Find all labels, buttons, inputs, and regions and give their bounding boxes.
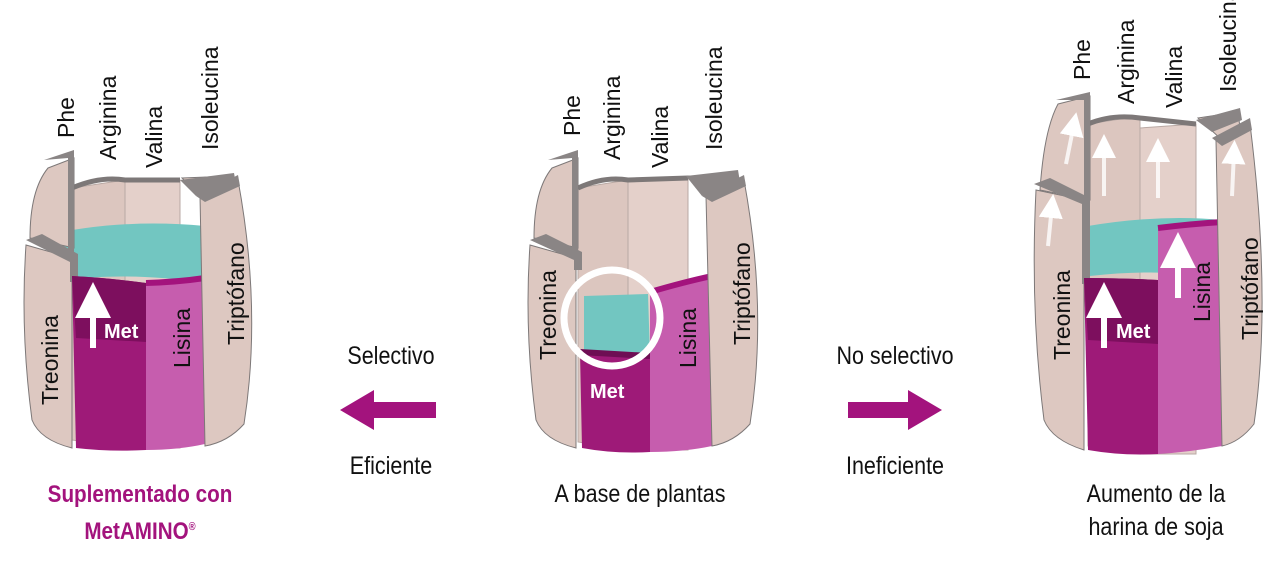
arrow-left-icon	[340, 390, 436, 430]
caption-supplemented-line1: Suplementado con	[47, 481, 233, 508]
label-arginina: Arginina	[95, 75, 121, 160]
label-treonina: Treonina	[1049, 270, 1075, 360]
label-treonina: Treonina	[37, 315, 63, 405]
no-selectivo-label: No selectivo	[836, 342, 954, 370]
eficiente-label: Eficiente	[349, 452, 433, 480]
label-met: Met	[1116, 321, 1151, 343]
label-phe: Phe	[53, 97, 79, 138]
label-isoleucina: Isoleucina	[197, 46, 223, 150]
water-surface	[42, 223, 205, 282]
stave-lisina	[650, 276, 712, 452]
barrel-plant-based: Phe Arginina Valina Isoleucina Treonina …	[527, 46, 759, 453]
label-arginina: Arginina	[1113, 19, 1139, 104]
selectivo-label: Selectivo	[347, 342, 435, 370]
stave-triptofano	[199, 179, 253, 447]
brand-name: MetAMINO	[84, 518, 189, 545]
arrow-right-icon	[848, 390, 942, 430]
label-valina: Valina	[141, 106, 167, 168]
registered-mark: ®	[188, 521, 196, 533]
caption-supplemented-line2: MetAMINO®	[37, 511, 243, 548]
caption-soybean: Aumento de la harina de soja	[1053, 478, 1259, 544]
label-met: Met	[590, 381, 625, 403]
caption-plant-based: A base de plantas	[554, 480, 726, 508]
stave-phe	[29, 157, 75, 249]
caption-supplemented: Suplementado con MetAMINO®	[37, 478, 243, 548]
label-triptofano: Triptófano	[223, 242, 249, 345]
arrow-up-icon	[1221, 140, 1246, 197]
label-valina: Valina	[647, 106, 673, 168]
stave-treonina	[23, 244, 73, 449]
stave-phe	[533, 157, 579, 249]
stave-treonina	[527, 244, 577, 449]
water-surface	[584, 294, 650, 356]
arrow-up-icon	[1038, 194, 1063, 247]
arrow-no-selectivo	[848, 390, 942, 430]
label-valina: Valina	[1161, 46, 1187, 108]
stave-lisina	[146, 278, 205, 450]
label-isoleucina: Isoleucina	[1215, 0, 1241, 92]
label-lisina: Lisina	[1189, 262, 1215, 322]
label-treonina: Treonina	[535, 270, 561, 360]
label-isoleucina: Isoleucina	[701, 46, 727, 150]
label-lisina: Lisina	[675, 308, 701, 368]
label-met: Met	[104, 321, 139, 343]
stave-met	[580, 352, 650, 453]
caption-soybean-line2: harina de soja	[1088, 513, 1224, 541]
stave-triptofano	[705, 179, 759, 447]
label-lisina: Lisina	[169, 308, 195, 368]
label-phe: Phe	[1069, 39, 1095, 80]
stave-treonina	[1033, 189, 1085, 451]
ineficiente-label: Ineficiente	[845, 452, 945, 480]
limiting-amino-acid-highlight	[560, 266, 664, 370]
barrel-supplemented: Phe Arginina Valina Isoleucina Treonina …	[23, 46, 253, 451]
label-phe: Phe	[559, 95, 585, 136]
arrow-up-icon	[1059, 112, 1084, 165]
caption-soybean-line1: Aumento de la	[1086, 480, 1226, 508]
label-triptofano: Triptófano	[729, 242, 755, 345]
stave-lisina	[1158, 222, 1222, 454]
barrel-increased-soybean: Phe Arginina Valina Isoleucina Treonina …	[1033, 0, 1263, 455]
arrow-selectivo	[340, 390, 436, 430]
label-triptofano: Triptófano	[1237, 237, 1263, 340]
stave-triptofano	[1215, 123, 1263, 447]
label-arginina: Arginina	[599, 75, 625, 160]
